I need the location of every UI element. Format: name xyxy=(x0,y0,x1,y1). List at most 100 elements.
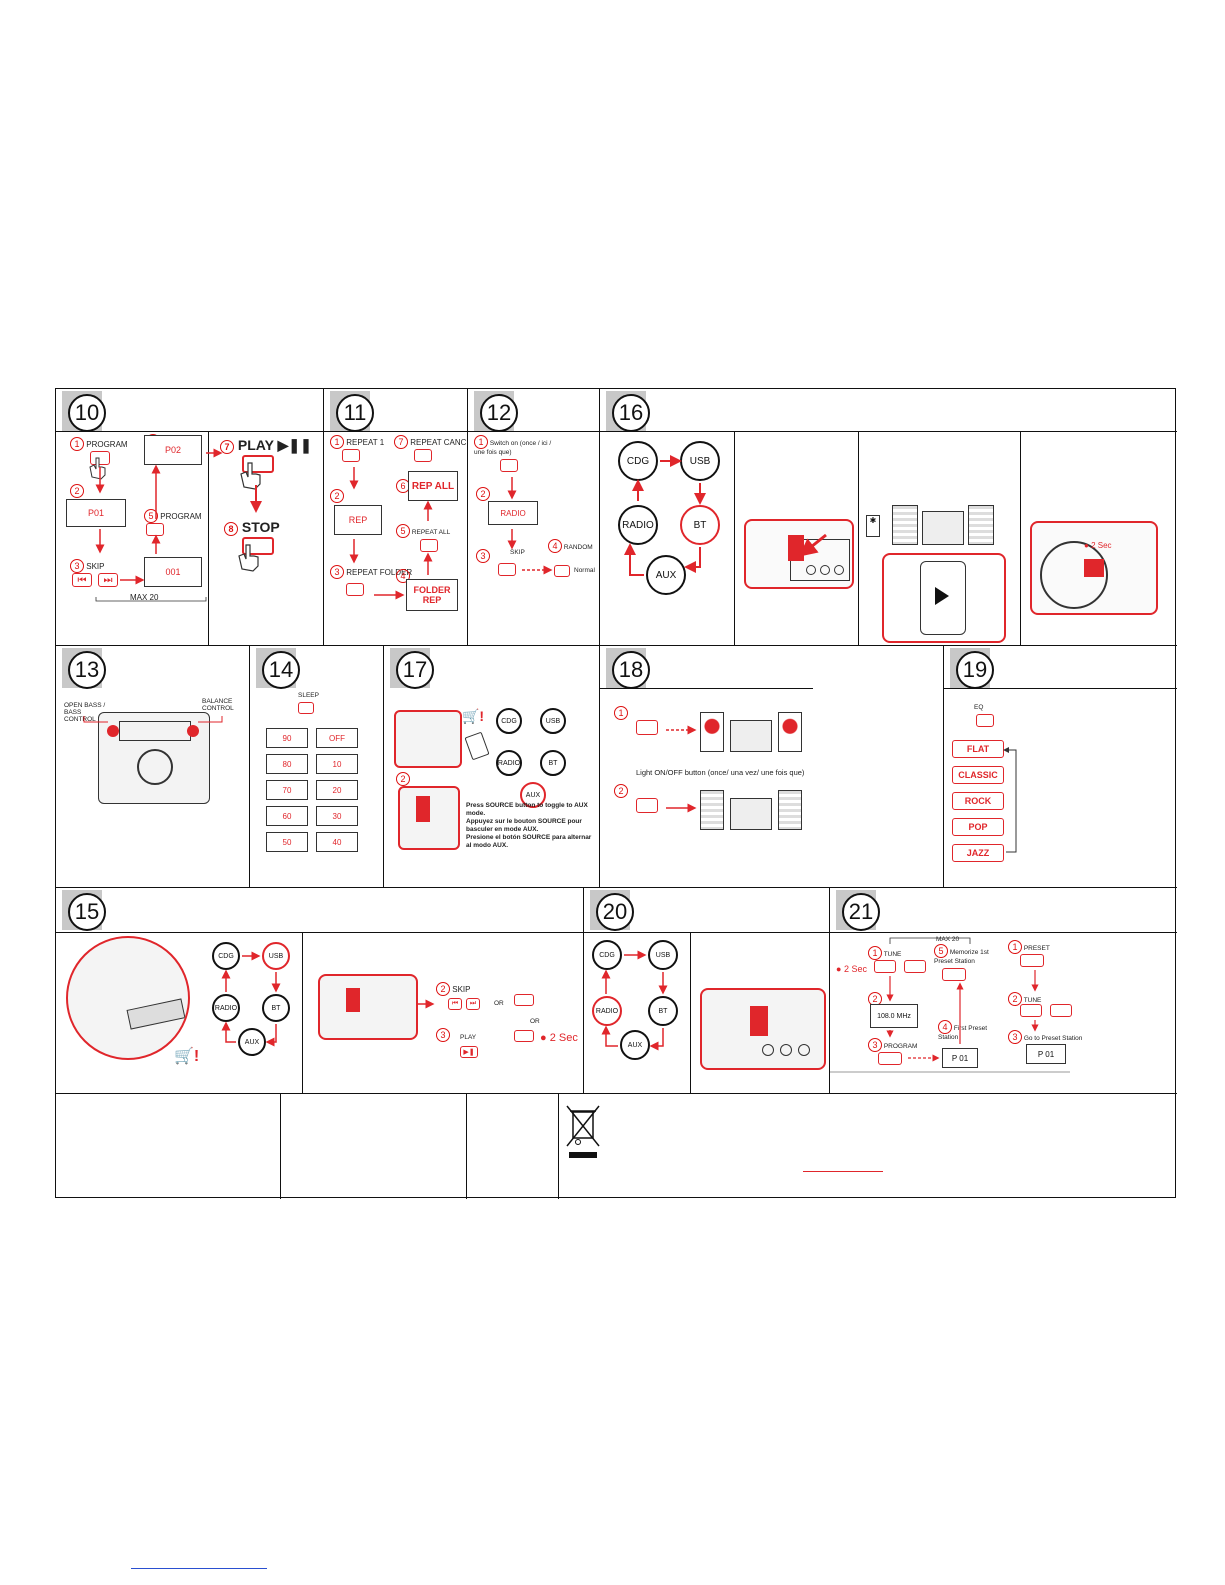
light-button xyxy=(636,720,658,735)
two-sec-text: 2 Sec xyxy=(843,964,867,974)
flow-arrows xyxy=(507,477,553,575)
step-2: 2 xyxy=(614,784,628,798)
section-17: 17 🛒! CDG USB RADIO BT AUX 2 Press SOURC… xyxy=(384,646,600,888)
display-folder-rep: FOLDER REP xyxy=(406,579,458,611)
section-header: 19 xyxy=(944,646,1177,689)
speakers-off-image xyxy=(700,790,802,830)
section-13: 13 OPEN BASS / BASS CONTROL BALANCE CONT… xyxy=(56,646,250,888)
section-number-label: 20 xyxy=(596,893,634,931)
source-cdg: CDG xyxy=(212,942,240,970)
rep-button-7 xyxy=(414,449,432,462)
label-play: PLAY ▶❚❚ xyxy=(237,437,312,453)
source-aux: AUX xyxy=(646,555,686,595)
program-button xyxy=(90,451,110,465)
two-sec-text: 2 Sec xyxy=(549,1032,578,1044)
tune-plus-button-2 xyxy=(1050,1004,1072,1017)
step-5: 5 PROGRAM xyxy=(144,509,202,523)
page-footer-link-underline xyxy=(131,1568,267,1569)
aux-label: AUX xyxy=(627,1041,643,1049)
arrow-icon xyxy=(798,533,827,557)
button-highlight xyxy=(1084,559,1104,577)
cycle-arrows xyxy=(624,455,706,576)
light-instruction: Light ON/OFF button (once/ una vez/ une … xyxy=(636,768,805,777)
section-number: 17 xyxy=(390,648,434,689)
speakers-lit-image xyxy=(700,712,802,752)
freq-text: 108.0 MHz xyxy=(877,1012,911,1020)
step-5: 5 REPEAT ALL xyxy=(396,524,450,538)
source-button-image xyxy=(700,988,826,1070)
radio-label: RADIO xyxy=(497,759,521,767)
source-radio: RADIO xyxy=(618,505,658,545)
section-number-label: 19 xyxy=(956,651,994,689)
knob xyxy=(798,1044,810,1056)
bottom-cell-2 xyxy=(281,1094,467,1199)
source-aux: AUX xyxy=(238,1028,266,1056)
section-header: 15 xyxy=(56,888,583,933)
eq-label: EQ xyxy=(974,704,984,711)
aux-label: AUX xyxy=(655,569,677,581)
step-5: 5 Memorize 1st Preset Station xyxy=(934,944,989,965)
or-label: OR xyxy=(494,1000,504,1007)
label-program-2: PROGRAM xyxy=(160,512,202,521)
play-icon xyxy=(935,587,949,605)
section-number: 21 xyxy=(836,890,880,931)
rep-button xyxy=(342,449,360,462)
radio-label: RADIO xyxy=(595,1007,619,1015)
divider xyxy=(208,431,209,645)
cdg-label: CDG xyxy=(599,951,615,959)
display-p01: P01 xyxy=(66,499,126,527)
sleep-value: 50 xyxy=(282,837,292,847)
arrows xyxy=(601,950,668,1051)
section-21: 21 MAX 20 1 TUNE ● 2 Sec 2 108.0 MHz 3 P… xyxy=(830,888,1177,1094)
eq-mode-classic: CLASSIC xyxy=(952,766,1004,784)
source-cdg: CDG xyxy=(618,441,658,481)
step-2: 2 xyxy=(476,487,490,501)
bass-knob xyxy=(107,725,119,737)
rep-button-5 xyxy=(420,539,438,552)
step-p2: 2 TUNE xyxy=(1008,992,1041,1006)
label-preset: PRESET xyxy=(1023,945,1050,952)
main-unit xyxy=(922,511,964,545)
source-radio: RADIO xyxy=(212,994,240,1022)
sleep-value: 30 xyxy=(332,811,342,821)
arrow xyxy=(206,448,262,513)
rep-all-text: REP ALL xyxy=(411,480,455,492)
speaker-system-image xyxy=(892,501,1002,545)
step-2: 2 xyxy=(330,489,344,503)
sleep-value-box: OFF xyxy=(316,728,358,748)
cart-warning-icon: 🛒! xyxy=(174,1048,200,1065)
main-unit xyxy=(730,720,772,752)
section-header: 18 xyxy=(600,646,813,689)
label-play: PLAY xyxy=(460,1034,477,1041)
sleep-value-box: 10 xyxy=(316,754,358,774)
p01-text: P01 xyxy=(87,508,104,518)
label-skip: SKIP xyxy=(510,549,525,556)
bt-label: BT xyxy=(548,759,558,767)
eq-cycle-line xyxy=(1003,747,1017,853)
hand-icon xyxy=(238,544,259,572)
section-number-label: 16 xyxy=(612,394,650,432)
speaker-right xyxy=(778,790,802,830)
sleep-value: 80 xyxy=(282,759,292,769)
source-cdg: CDG xyxy=(496,708,522,734)
section-header: 20 xyxy=(584,888,829,933)
step-2: 2 xyxy=(70,484,84,498)
program-button xyxy=(878,1052,902,1065)
next-button: ⏭ xyxy=(466,998,480,1010)
usb-label: USB xyxy=(655,951,671,959)
label-skip: SKIP xyxy=(452,985,471,994)
label-first-preset: First Preset Station xyxy=(938,1025,988,1041)
divider xyxy=(858,431,859,645)
source-radio: RADIO xyxy=(496,750,522,776)
step-3: 3 SKIP xyxy=(70,559,104,573)
sleep-value-box: 60 xyxy=(266,806,308,826)
section-number: 14 xyxy=(256,648,300,689)
source-aux: AUX xyxy=(520,782,546,808)
phone-body xyxy=(920,561,966,635)
two-sec: ● 2 Sec xyxy=(1084,541,1112,550)
mp3-player-icon xyxy=(464,731,490,761)
skip-alt-button xyxy=(514,994,534,1006)
two-sec: ● 2 Sec xyxy=(836,964,867,974)
speaker-left xyxy=(892,505,918,545)
cart-warning-icon: 🛒! xyxy=(462,708,485,724)
